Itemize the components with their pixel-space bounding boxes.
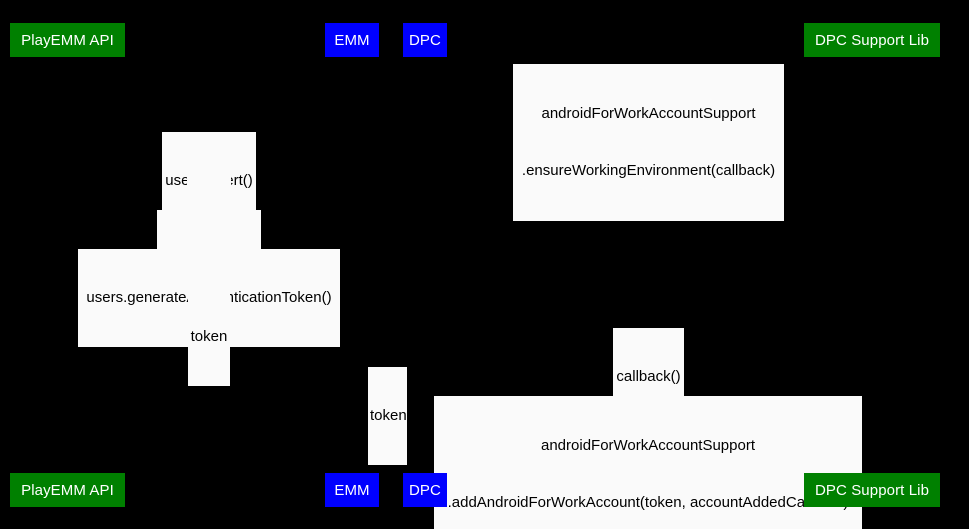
participant-box-top-emm[interactable]: EMM (325, 23, 379, 57)
message-label-ensure-working-environment: androidForWorkAccountSupport .ensureWork… (513, 64, 784, 221)
participant-label: EMM (334, 31, 370, 49)
participant-label: DPC (409, 481, 441, 499)
participant-box-bottom-dpc[interactable]: DPC (403, 473, 447, 507)
participant-label: PlayEMM API (21, 31, 114, 49)
message-label-token-to-emm: token (188, 288, 230, 386)
message-line-1: callback() (616, 368, 681, 385)
participant-label: DPC Support Lib (814, 481, 930, 499)
message-label-token-to-dpc: token (368, 367, 407, 465)
participant-box-top-dpc-support-lib[interactable]: DPC Support Lib (804, 23, 940, 57)
participant-label: PlayEMM API (21, 481, 114, 499)
message-label-add-android-for-work-account: androidForWorkAccountSupport .addAndroid… (434, 396, 862, 529)
participant-label: EMM (334, 481, 370, 499)
message-line-1: token (190, 328, 228, 345)
message-line-2: .addAndroidForWorkAccount(token, account… (447, 494, 849, 511)
message-line-1: androidForWorkAccountSupport (541, 105, 756, 122)
message-line-2: .ensureWorkingEnvironment(callback) (521, 162, 776, 179)
participant-box-top-playemm-api[interactable]: PlayEMM API (10, 23, 125, 57)
message-line-1: token (370, 407, 407, 424)
participant-box-bottom-dpc-support-lib[interactable]: DPC Support Lib (804, 473, 940, 507)
message-line-1: androidForWorkAccountSupport (541, 437, 755, 454)
participant-label: DPC Support Lib (814, 31, 930, 49)
participant-box-bottom-emm[interactable]: EMM (325, 473, 379, 507)
participant-box-bottom-playemm-api[interactable]: PlayEMM API (10, 473, 125, 507)
participant-label: DPC (409, 31, 441, 49)
participant-box-top-dpc[interactable]: DPC (403, 23, 447, 57)
